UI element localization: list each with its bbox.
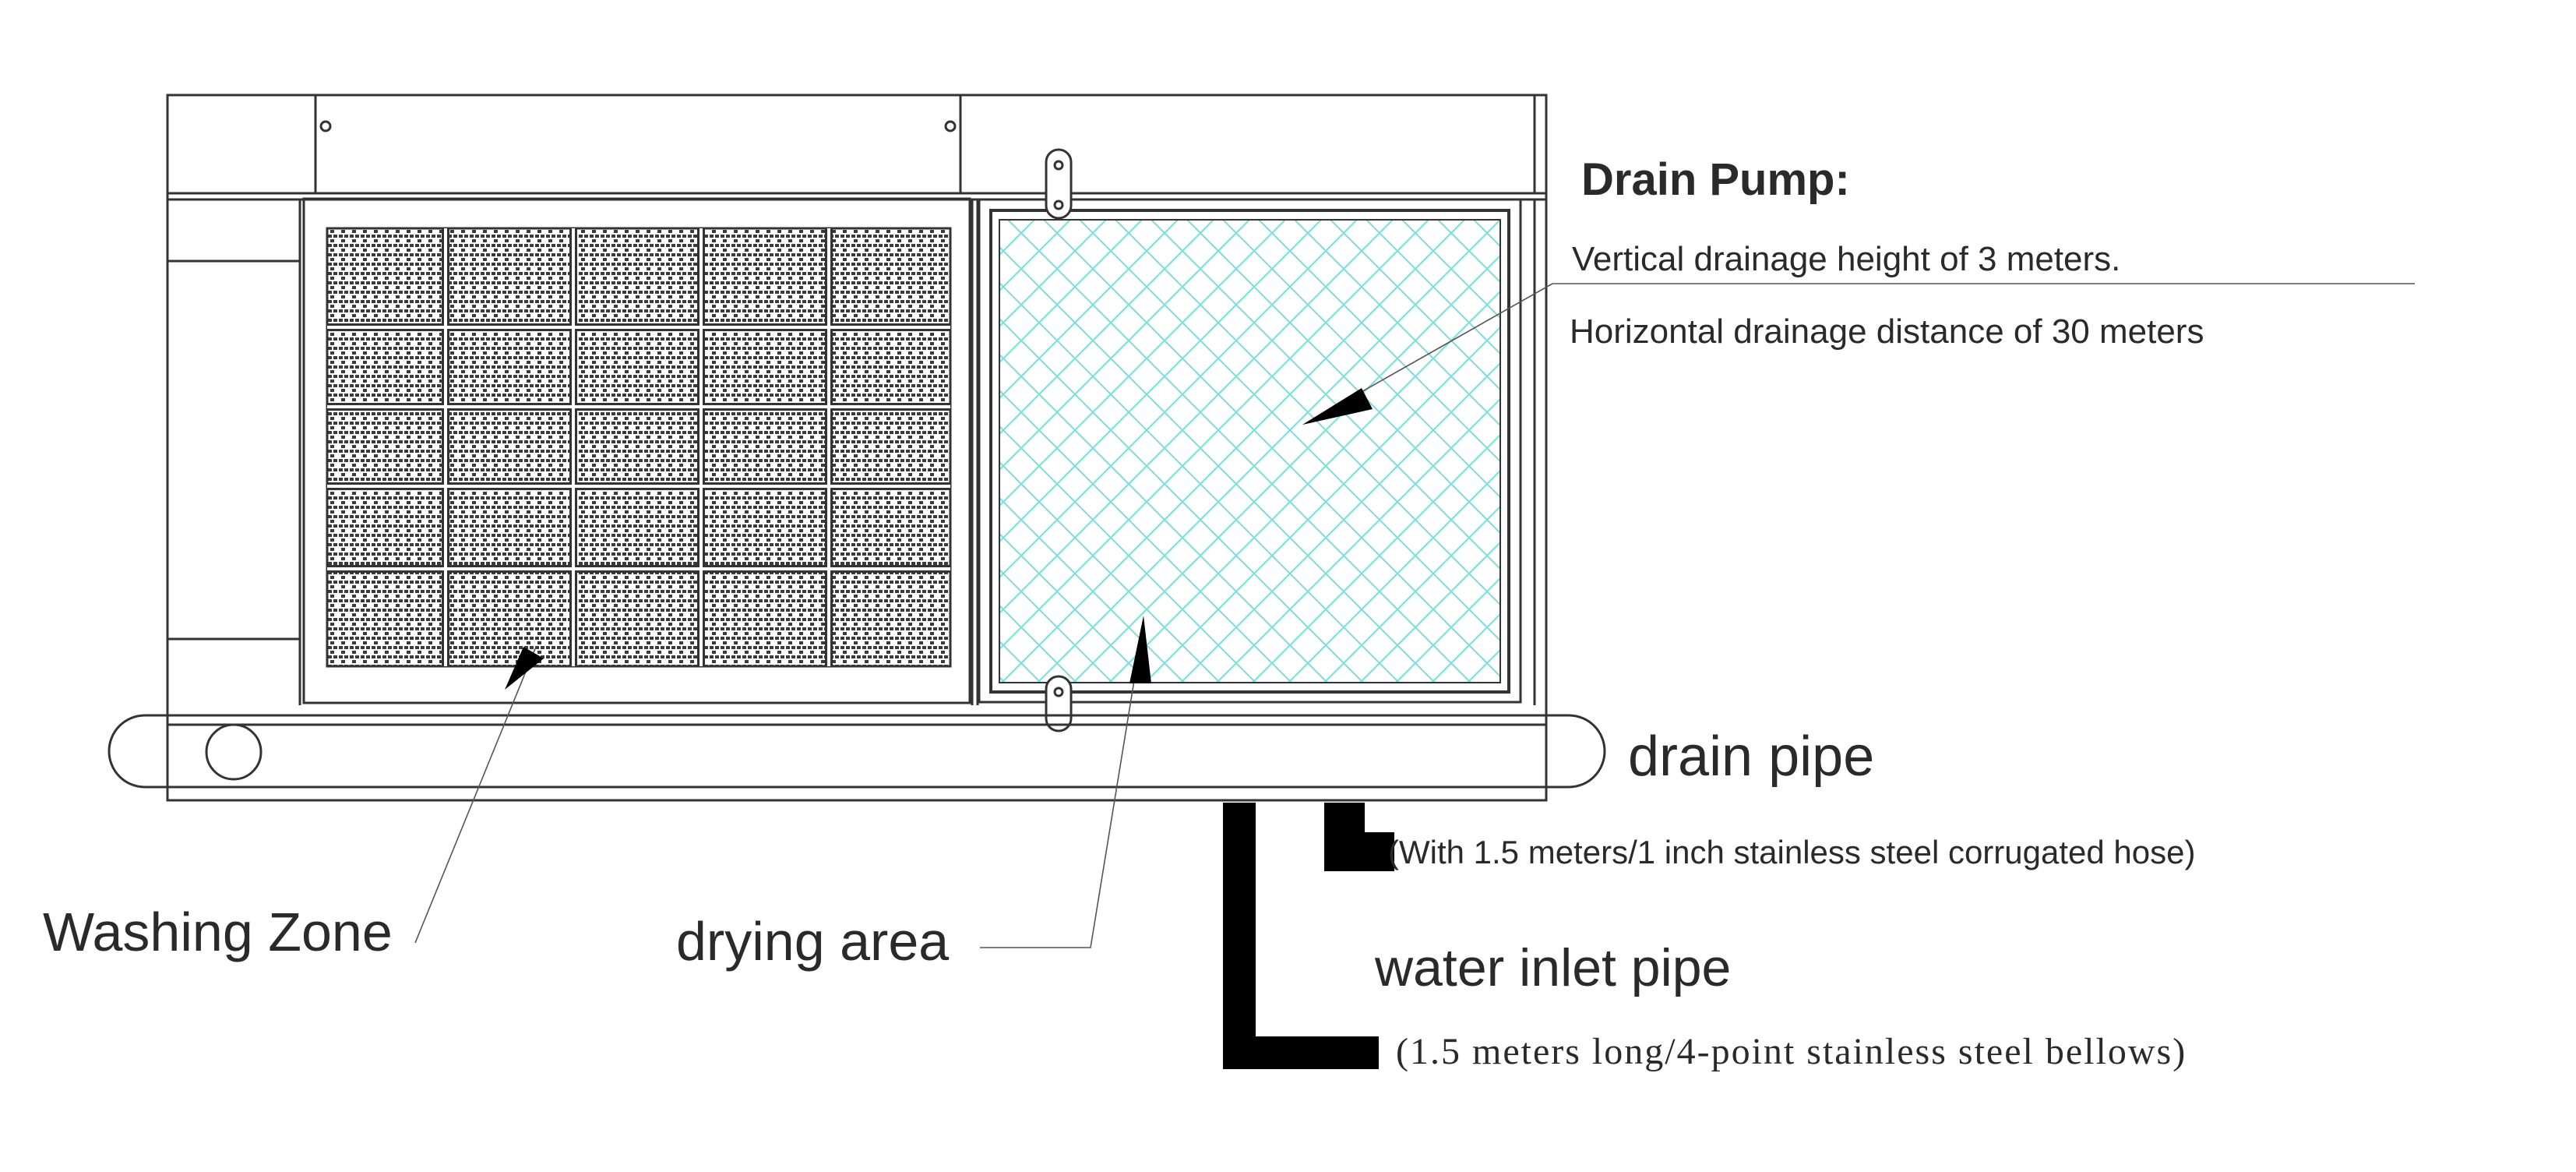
drain-pump-title: Drain Pump:	[1581, 154, 1850, 205]
drying-window	[978, 148, 1522, 732]
water-inlet-pipe-label: water inlet pipe	[1374, 938, 1731, 997]
drain-pipe-label: drain pipe	[1628, 725, 1874, 788]
arrowheads	[505, 388, 1373, 690]
drying-area-label: drying area	[676, 911, 949, 972]
washing-zone-label: Washing Zone	[43, 902, 393, 962]
drain-pipe-shape	[107, 714, 1606, 789]
drain-pump-line1: Vertical drainage height of 3 meters.	[1572, 240, 2120, 278]
drain-pipe-note: (With 1.5 meters/1 inch stainless steel …	[1388, 834, 2195, 870]
drain-pump-line2: Horizontal drainage distance of 30 meter…	[1570, 312, 2204, 351]
water-inlet-pipe-note: (1.5 meters long/4-point stainless steel…	[1396, 1031, 2187, 1072]
washing-basket	[302, 197, 971, 704]
pipe-fittings	[1223, 803, 1394, 1069]
